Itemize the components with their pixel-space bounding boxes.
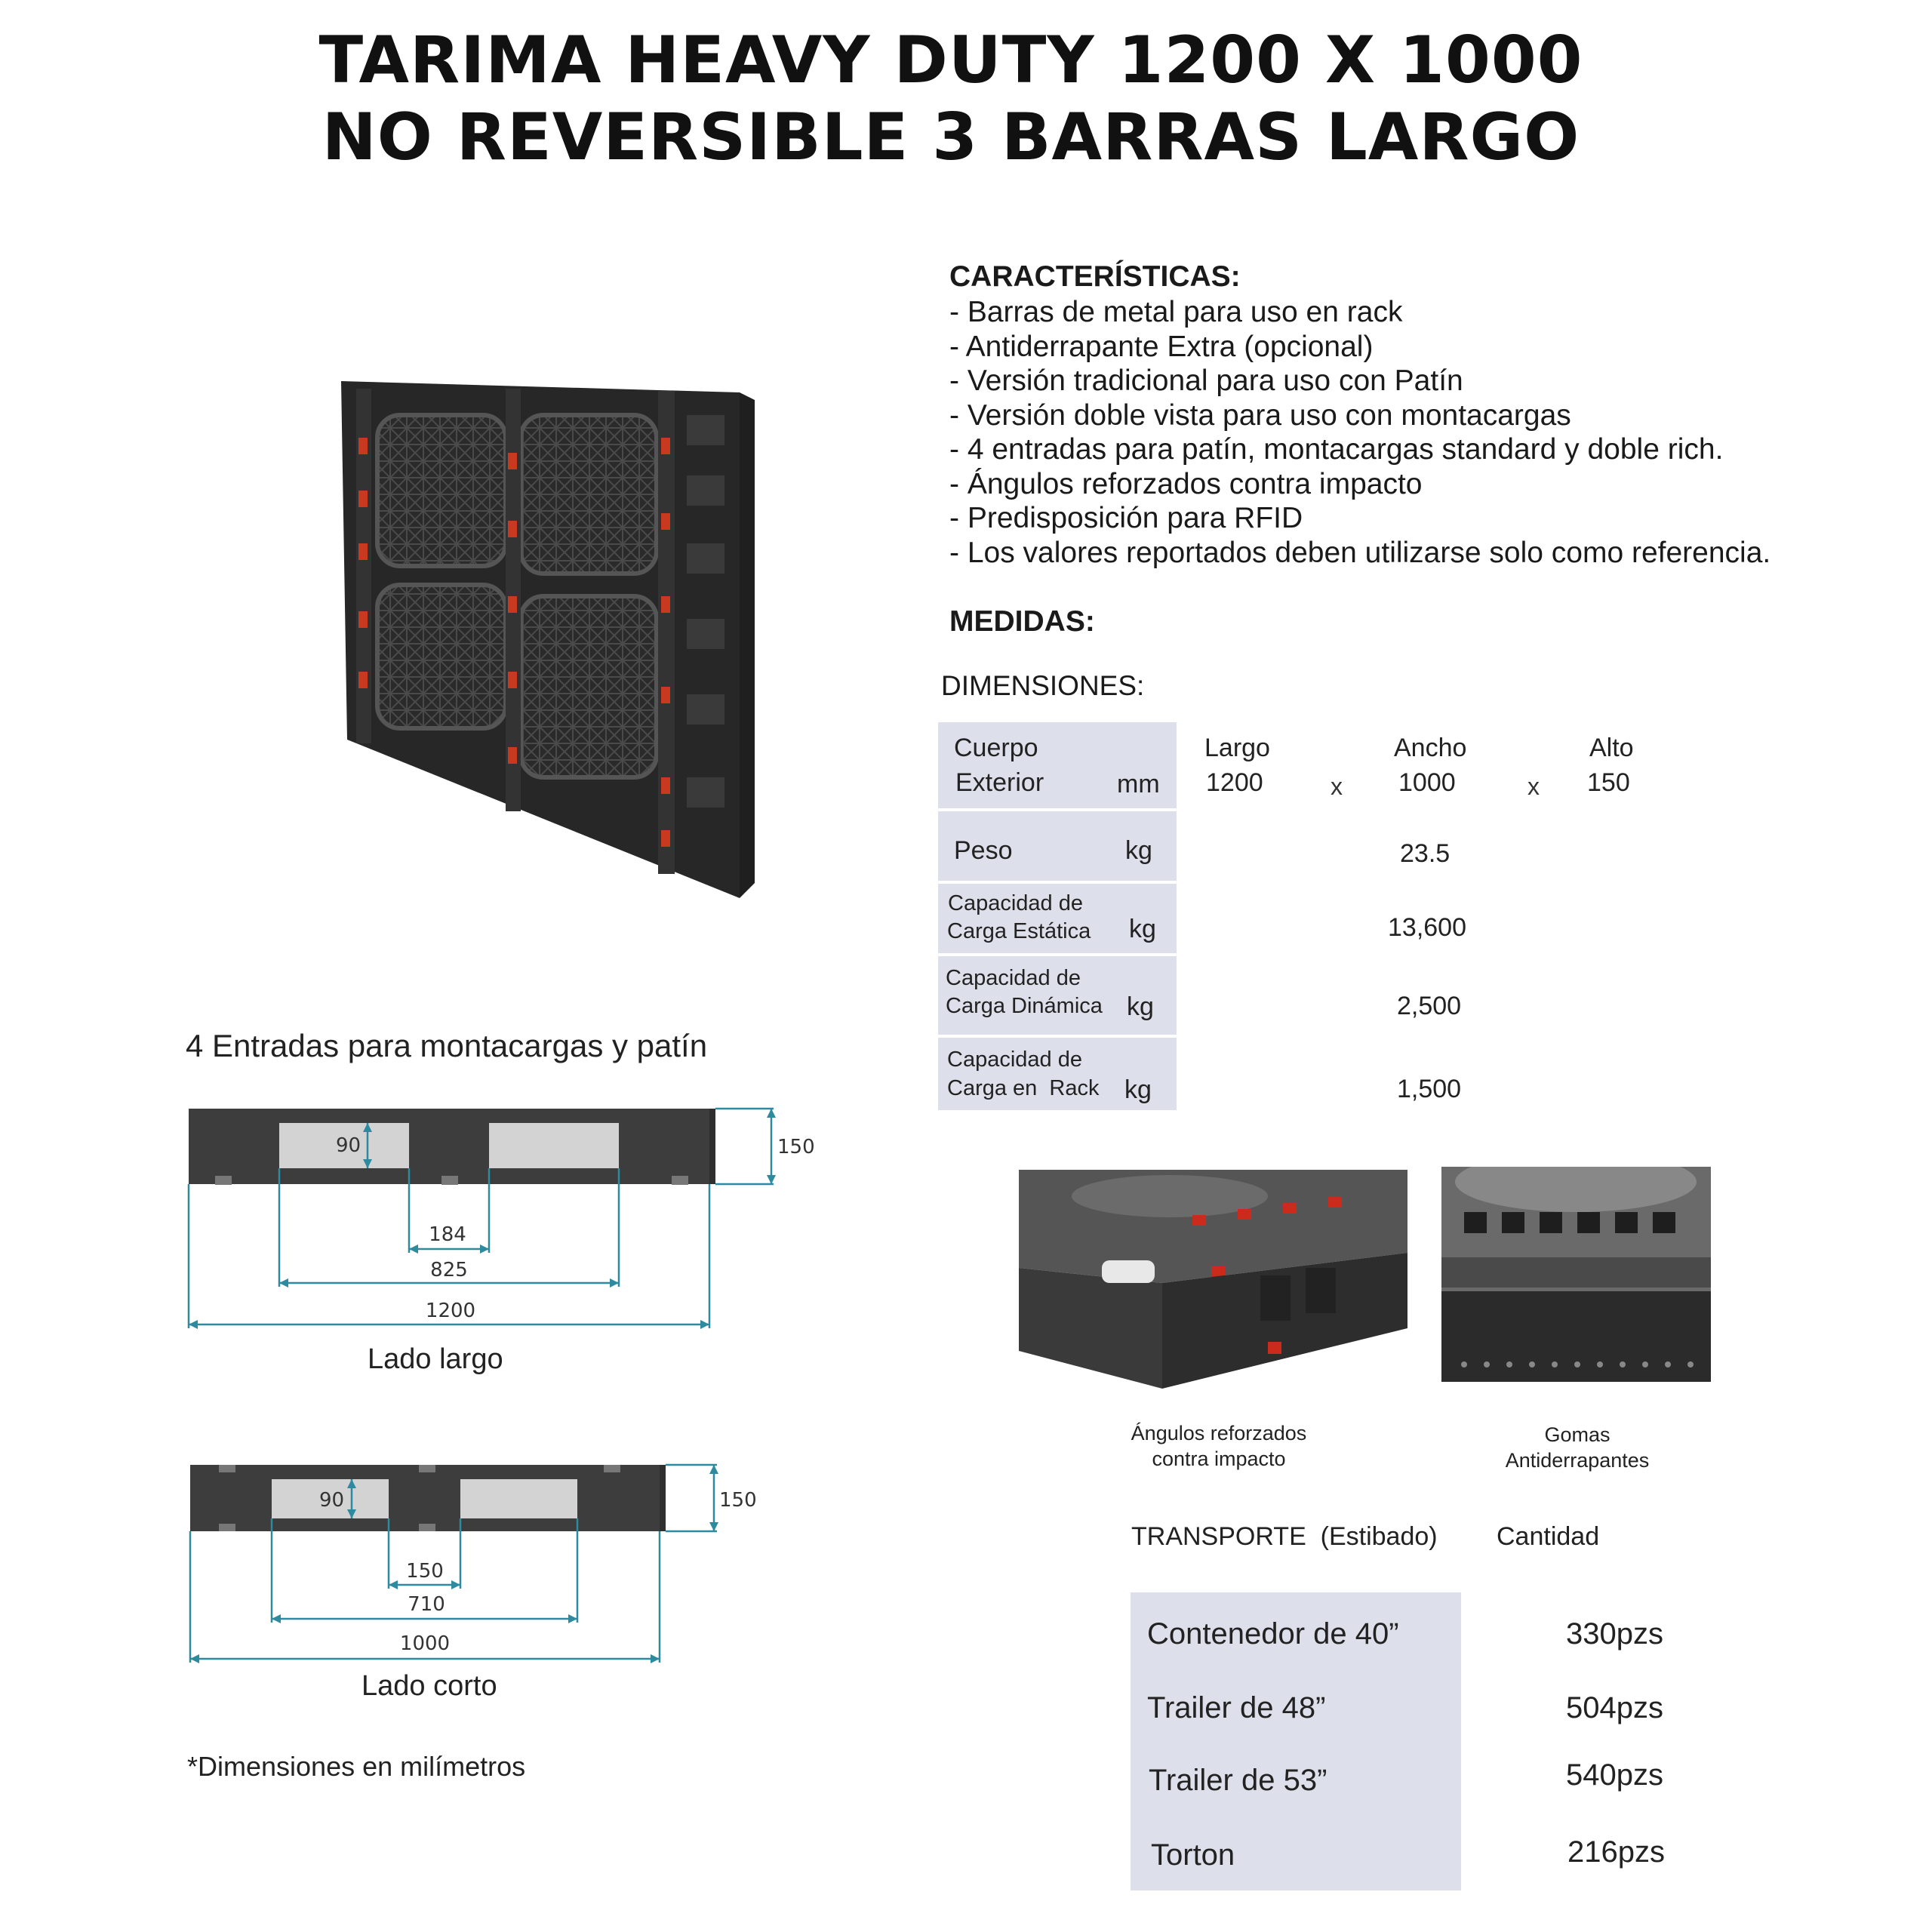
rack-label-line1: Capacidad de: [947, 1048, 1082, 1072]
antislip-pads-photo: [1441, 1167, 1711, 1382]
short-total: 1000: [400, 1632, 450, 1655]
feature-item: - Predisposición para RFID: [949, 502, 1303, 534]
alto-label: Alto: [1589, 734, 1634, 762]
peso-label: Peso: [954, 836, 1013, 865]
transport-row-label: Trailer de 48”: [1147, 1691, 1326, 1724]
long-gap: 184: [429, 1223, 466, 1246]
transport-row-label: Trailer de 53”: [1149, 1764, 1327, 1797]
features-list: - Barras de metal para uso en rack - Ant…: [949, 295, 1770, 570]
short-opening-height: 90: [319, 1489, 344, 1512]
peso-value: 23.5: [1400, 839, 1451, 868]
quantity-heading: Cantidad: [1497, 1522, 1600, 1551]
estatica-value: 13,600: [1388, 913, 1466, 942]
transport-row-value: 540pzs: [1566, 1758, 1663, 1792]
transport-row-value: 216pzs: [1567, 1835, 1665, 1869]
short-height: 150: [719, 1489, 757, 1512]
largo-value: 1200: [1206, 768, 1263, 797]
pads-caption-line1: Gomas: [1544, 1423, 1611, 1446]
feature-item: - 4 entradas para patín, montacargas sta…: [949, 433, 1724, 466]
times-sign: x: [1527, 773, 1540, 800]
transport-row-value: 504pzs: [1566, 1691, 1663, 1724]
exterior-label-line2: Exterior: [955, 768, 1044, 797]
diagram-title: 4 Entradas para montacargas y patín: [186, 1028, 708, 1063]
spec-label-estatica: [938, 884, 1177, 953]
peso-unit: kg: [1125, 836, 1152, 865]
feature-item: - Barras de metal para uso en rack: [949, 296, 1403, 328]
spec-label-rack: [938, 1038, 1177, 1110]
long-span: 825: [430, 1259, 468, 1281]
long-side-label: Lado largo: [368, 1343, 503, 1375]
exterior-label-line1: Cuerpo: [954, 734, 1038, 762]
exterior-unit: mm: [1117, 770, 1160, 798]
transport-row-value: 330pzs: [1566, 1617, 1663, 1651]
rack-unit: kg: [1124, 1075, 1152, 1104]
dinamica-value: 2,500: [1397, 992, 1462, 1020]
short-span: 710: [408, 1593, 445, 1616]
spec-label-peso: [938, 811, 1177, 881]
reinforced-corner-photo: [1019, 1170, 1407, 1389]
short-side-label: Lado corto: [361, 1670, 497, 1702]
estatica-unit: kg: [1129, 915, 1156, 943]
short-side-diagram: 90 150 150 710 1000: [189, 1463, 757, 1663]
pallet-product-image: [341, 381, 755, 898]
feature-item: - Ángulos reforzados contra impacto: [949, 467, 1423, 500]
rack-value: 1,500: [1397, 1075, 1462, 1103]
dinamica-label-line2: Carga Dinámica: [946, 994, 1103, 1018]
feature-item: - Antiderrapante Extra (opcional): [949, 330, 1374, 363]
page-title-line1: TARIMA HEAVY DUTY 1200 X 1000: [318, 23, 1583, 98]
corner-caption-line2: contra impacto: [1152, 1447, 1286, 1470]
spec-label-dinamica: [938, 956, 1177, 1035]
alto-value: 150: [1587, 768, 1630, 797]
spec-label-exterior: [938, 722, 1177, 808]
long-total: 1200: [426, 1300, 475, 1322]
long-side-diagram: 90 150 184 825 1200: [187, 1107, 815, 1329]
dimensions-note: *Dimensiones en milímetros: [187, 1751, 526, 1782]
corner-photo-caption: Ángulos reforzados contra impacto: [1072, 1420, 1366, 1472]
largo-label: Largo: [1204, 734, 1270, 762]
transport-label-panel: [1131, 1592, 1461, 1890]
dinamica-label-line1: Capacidad de: [946, 966, 1081, 990]
times-sign: x: [1331, 773, 1343, 800]
estatica-label-line1: Capacidad de: [948, 891, 1083, 915]
dinamica-unit: kg: [1127, 992, 1154, 1021]
ancho-label: Ancho: [1394, 734, 1467, 762]
rack-label-line2: Carga en Rack: [947, 1076, 1100, 1100]
medidas-heading: MEDIDAS:: [949, 605, 1095, 638]
pads-caption-line2: Antiderrapantes: [1505, 1449, 1650, 1472]
long-height: 150: [777, 1136, 815, 1158]
feature-item: - Versión doble vista para uso con monta…: [949, 398, 1571, 432]
long-opening-height: 90: [336, 1134, 361, 1157]
corner-caption-line1: Ángulos reforzados: [1131, 1422, 1307, 1444]
pads-photo-caption: Gomas Antiderrapantes: [1457, 1422, 1698, 1473]
dimensiones-heading: DIMENSIONES:: [941, 670, 1145, 701]
transport-row-label: Contenedor de 40”: [1147, 1617, 1399, 1651]
features-heading: CARACTERÍSTICAS:: [949, 260, 1241, 293]
ancho-value: 1000: [1398, 768, 1456, 797]
feature-item: - Versión tradicional para uso con Patín: [949, 365, 1463, 397]
short-gap: 150: [406, 1560, 444, 1583]
page-title-line2: NO REVERSIBLE 3 BARRAS LARGO: [321, 100, 1580, 175]
transport-heading: TRANSPORTE (Estibado): [1131, 1522, 1438, 1551]
transport-row-label: Torton: [1151, 1838, 1235, 1872]
feature-item: - Los valores reportados deben utilizars…: [949, 536, 1771, 569]
estatica-label-line2: Carga Estática: [947, 919, 1091, 943]
